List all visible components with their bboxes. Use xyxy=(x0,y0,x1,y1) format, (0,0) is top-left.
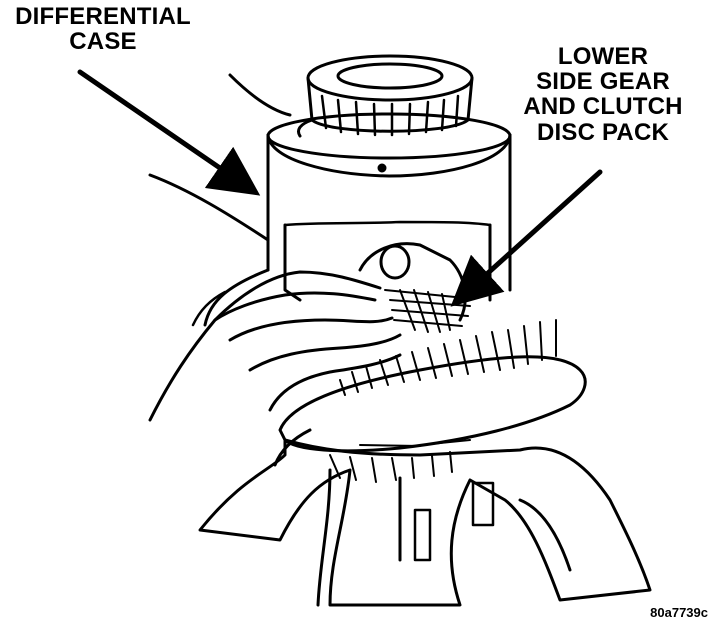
side-gear-label-line: DISC PACK xyxy=(536,118,670,146)
side-gear-label-line: LOWER xyxy=(557,43,649,70)
differential-case-label-line: CASE xyxy=(69,28,137,56)
technician-hands xyxy=(148,73,402,467)
carrier-housing xyxy=(198,438,652,607)
side-gear-clutch-pack-label: LOWER SIDE GEAR AND CLUTCH DISC PACK xyxy=(498,44,708,145)
side-gear-arrow xyxy=(450,169,603,307)
differential-case-label: DIFFERENTIAL CASE xyxy=(0,3,206,56)
figure-code: 80a7739c xyxy=(650,605,708,620)
ring-gear xyxy=(278,319,587,483)
side-gear-clutch-pack xyxy=(358,242,471,333)
side-bearing xyxy=(297,54,474,138)
differential-case-label-line: DIFFERENTIAL xyxy=(15,3,191,30)
side-gear-label-line: SIDE GEAR xyxy=(536,68,670,96)
side-gear-label-line: AND CLUTCH xyxy=(523,93,683,121)
differential-case-arrow xyxy=(77,69,261,196)
